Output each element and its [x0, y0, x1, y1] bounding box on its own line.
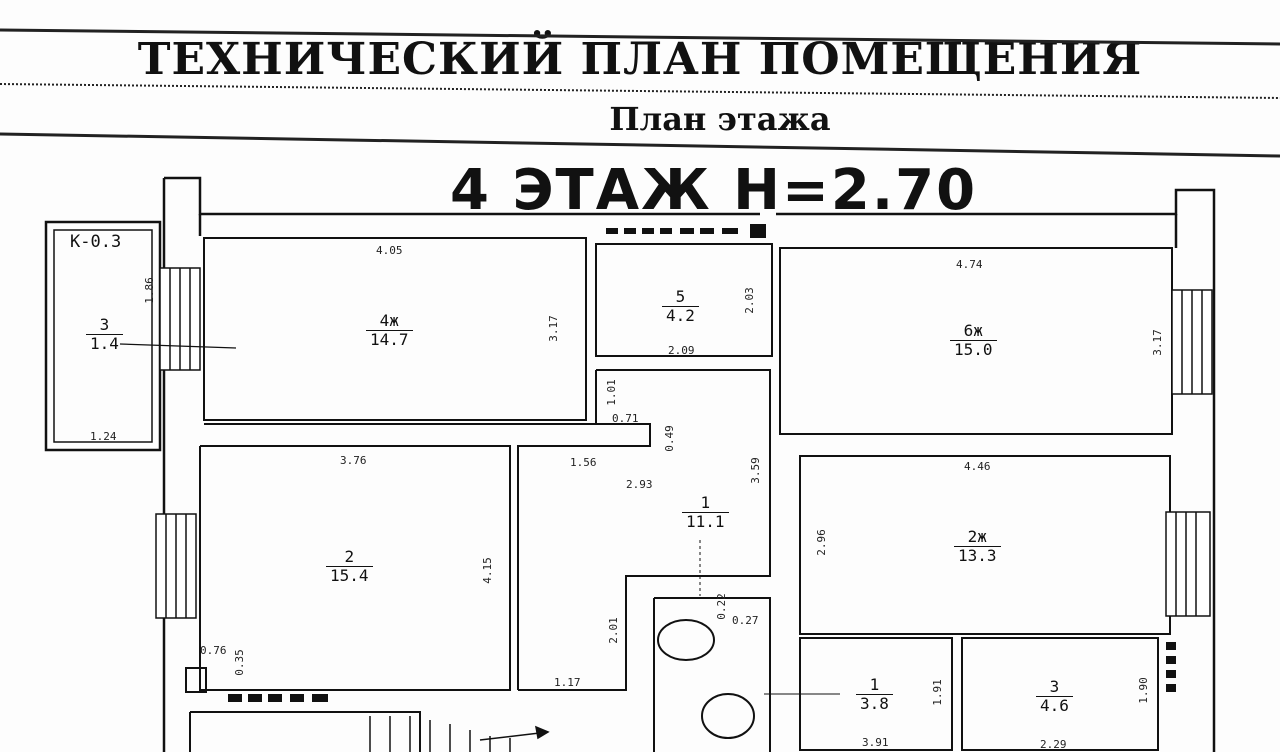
page-subtitle: План этажа [609, 100, 831, 138]
dim-label: 1.24 [90, 430, 117, 443]
dim-label: 2.09 [668, 344, 695, 357]
building-walls [44, 176, 1216, 752]
dim-label: 2.96 [814, 529, 828, 556]
dim-label: 0.22 [714, 593, 728, 620]
rooms-outline [189, 237, 1173, 752]
room-1-small-label: 1 3.8 [856, 676, 893, 713]
windows [155, 267, 1213, 619]
dim-label: 1.86 [142, 277, 156, 304]
room-3-label: 3 1.4 [86, 316, 123, 353]
dim-label: 2.93 [626, 478, 653, 491]
dim-label: 3.17 [546, 315, 560, 342]
dim-label: 4.74 [956, 258, 983, 271]
room-6-label: 6ж 15.0 [950, 322, 997, 359]
dim-label: 0.76 [200, 644, 227, 657]
floor-label: 4 ЭТАЖ Н=2.70 [450, 158, 978, 223]
dim-label: 3.59 [748, 457, 762, 484]
room-1-label: 1 11.1 [682, 494, 729, 531]
radiators [228, 224, 1176, 702]
room-5-label: 5 4.2 [662, 288, 699, 325]
dim-label: 0.71 [612, 412, 639, 425]
dim-label: 1.17 [554, 676, 581, 689]
dim-label: 4.46 [964, 460, 991, 473]
dim-label: 3.76 [340, 454, 367, 467]
room-2zh-label: 2ж 13.3 [954, 528, 1001, 565]
dim-label: 2.01 [606, 617, 620, 644]
dim-label: 3.91 [862, 736, 889, 749]
staircase [369, 716, 550, 752]
dim-label: 1.90 [1136, 677, 1150, 704]
dim-label: 4.05 [376, 244, 403, 257]
room-4-label: 4ж 14.7 [366, 312, 413, 349]
dim-label: 4.15 [480, 557, 494, 584]
dim-label: 0.35 [232, 649, 246, 676]
dim-label: 1.91 [930, 679, 944, 706]
dim-label: 2.29 [1040, 738, 1067, 751]
room-2-label: 2 15.4 [326, 548, 373, 585]
dim-label: 2.03 [742, 287, 756, 314]
page-title: ТЕХНИЧЕСКИЙ ПЛАН ПОМЕЩЕНИЯ [137, 34, 1143, 85]
stair-code: К-0.3 [70, 232, 122, 252]
sanitary-fixtures [657, 619, 840, 739]
dim-label: 3.17 [1150, 329, 1164, 356]
dim-label: 0.27 [732, 614, 759, 627]
room-3-small-label: 3 4.6 [1036, 678, 1073, 715]
dim-label: 0.49 [662, 425, 676, 452]
dim-label: 1.01 [604, 379, 618, 406]
dim-label: 1.56 [570, 456, 597, 469]
